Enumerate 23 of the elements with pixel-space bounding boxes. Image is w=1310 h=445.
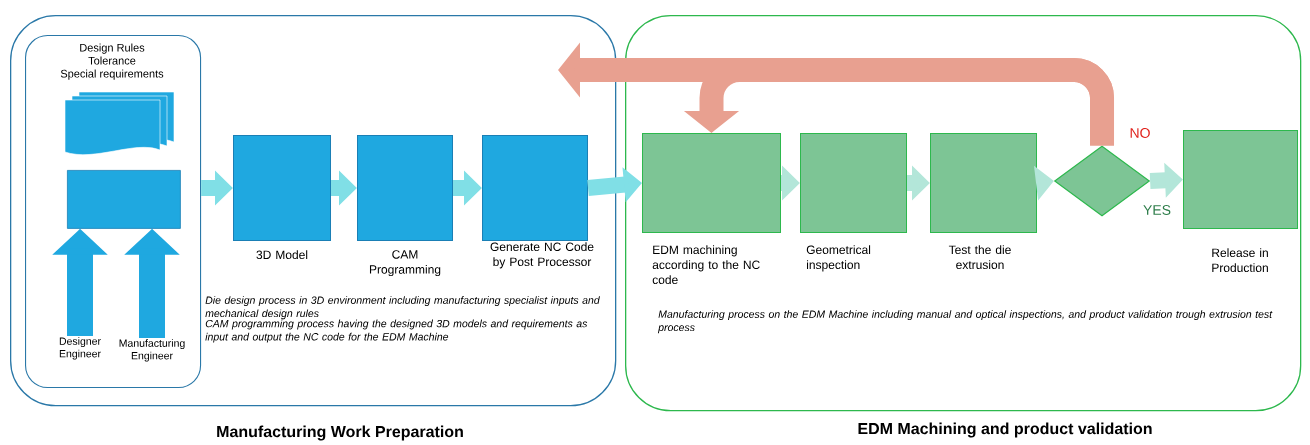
process-box: Release in Production: [1183, 130, 1298, 272]
node-label: Manufacturing Work Preparation: [217, 425, 463, 441]
process-box: CAM Programming: [357, 135, 453, 277]
node-label: EDM machining according to the NC code: [652, 245, 760, 285]
note-text: CAM programming process having the designed 3D models and requirements as input and output the NC code for the EDM Machine: [205, 319, 588, 343]
node-label: Test the die extrusion: [948, 245, 1011, 270]
node-label: Generate NC Code by Post Processor: [490, 242, 594, 269]
edge-label: YES: [1142, 204, 1172, 216]
process-box: Geometrical inspection: [800, 133, 907, 272]
edge-label: NO: [1128, 127, 1152, 139]
process-box: Generate NC Code by Post Processor: [482, 135, 594, 269]
process-box: 3D Model: [233, 135, 331, 259]
note-text: Manufacturing process on the EDM Machine including manual and optical inspections, and product validation trough extrusion test process: [657, 310, 1273, 334]
node-label: Release in Production: [1212, 248, 1268, 273]
role-label: Designer Engineer: [59, 337, 101, 360]
note-text: Die design process in 3D environment including manufacturing specialist inputs and mechanical design rules: [205, 296, 600, 320]
process-box: Test the die extrusion: [930, 133, 1037, 269]
role-label: Manufacturing Engineer: [119, 339, 185, 362]
node-label: EDM Machining and product validation: [858, 422, 1152, 438]
node-label: Geometrical inspection: [806, 245, 871, 272]
node-label: 3D Model: [256, 250, 308, 260]
node-label: CAM Programming: [369, 250, 441, 277]
process-box: EDM machining according to the NC code: [642, 133, 781, 284]
